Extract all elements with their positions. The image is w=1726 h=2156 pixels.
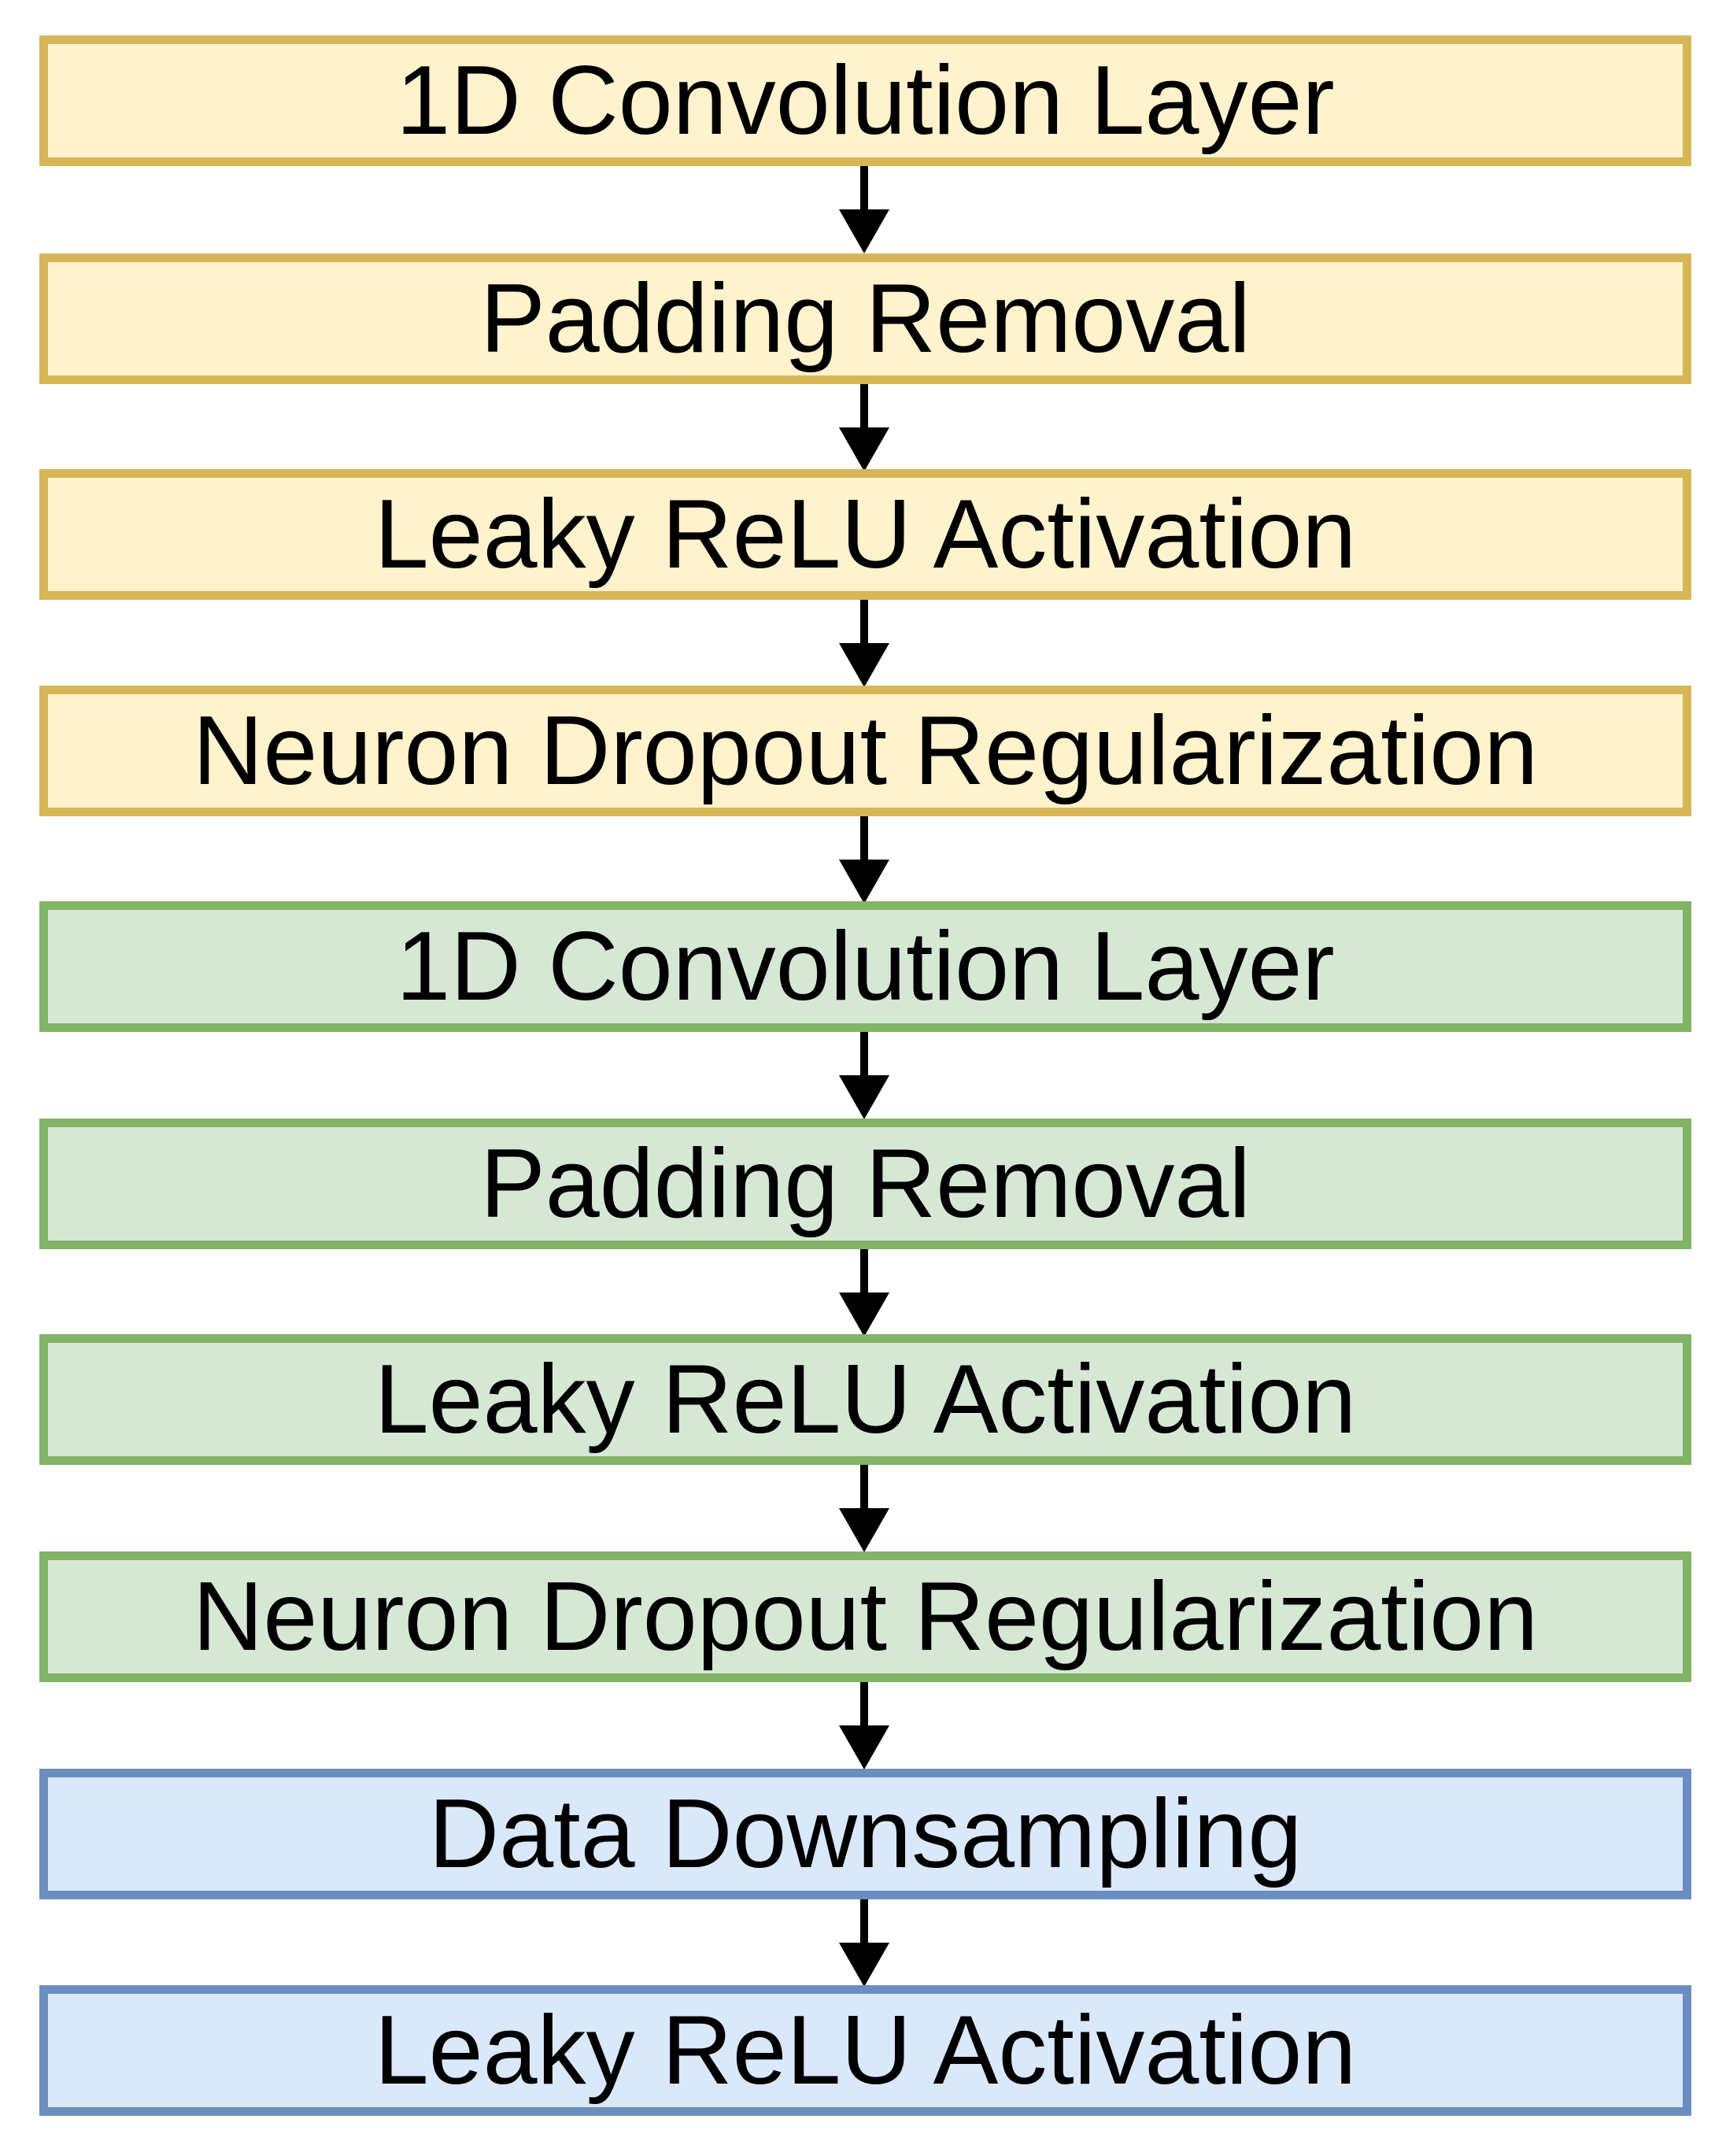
arrow-down-icon: [839, 1899, 889, 1987]
step-box-data-downsampling: Data Downsampling: [39, 1769, 1691, 1899]
step-label: 1D Convolution Layer: [396, 912, 1335, 1021]
step-label: Padding Removal: [480, 1130, 1251, 1238]
step-box-leaky-relu-activation-3: Leaky ReLU Activation: [39, 1985, 1691, 2116]
arrow-down-icon: [839, 166, 889, 253]
arrow-down-icon: [839, 1032, 889, 1119]
step-label: Leaky ReLU Activation: [374, 1345, 1357, 1454]
arrow-down-icon: [839, 600, 889, 687]
step-box-neuron-dropout-regularization-1: Neuron Dropout Regularization: [39, 686, 1691, 816]
arrow-down-icon: [839, 1465, 889, 1552]
step-box-padding-removal-2: Padding Removal: [39, 1119, 1691, 1249]
arrow-down-icon: [839, 384, 889, 472]
step-box-padding-removal-1: Padding Removal: [39, 253, 1691, 384]
step-label: Leaky ReLU Activation: [374, 1996, 1357, 2105]
step-label: Leaky ReLU Activation: [374, 480, 1357, 589]
step-box-1d-convolution-layer-1: 1D Convolution Layer: [39, 35, 1691, 166]
step-box-1d-convolution-layer-2: 1D Convolution Layer: [39, 901, 1691, 1032]
step-label: Padding Removal: [480, 264, 1251, 373]
step-box-neuron-dropout-regularization-2: Neuron Dropout Regularization: [39, 1551, 1691, 1682]
step-label: Neuron Dropout Regularization: [192, 697, 1539, 805]
step-label: 1D Convolution Layer: [396, 46, 1335, 155]
arrow-down-icon: [839, 1682, 889, 1770]
step-label: Neuron Dropout Regularization: [192, 1562, 1539, 1671]
step-label: Data Downsampling: [428, 1780, 1303, 1888]
step-box-leaky-relu-activation-2: Leaky ReLU Activation: [39, 1334, 1691, 1465]
arrow-down-icon: [839, 1249, 889, 1337]
arrow-down-icon: [839, 816, 889, 904]
step-box-leaky-relu-activation-1: Leaky ReLU Activation: [39, 469, 1691, 600]
